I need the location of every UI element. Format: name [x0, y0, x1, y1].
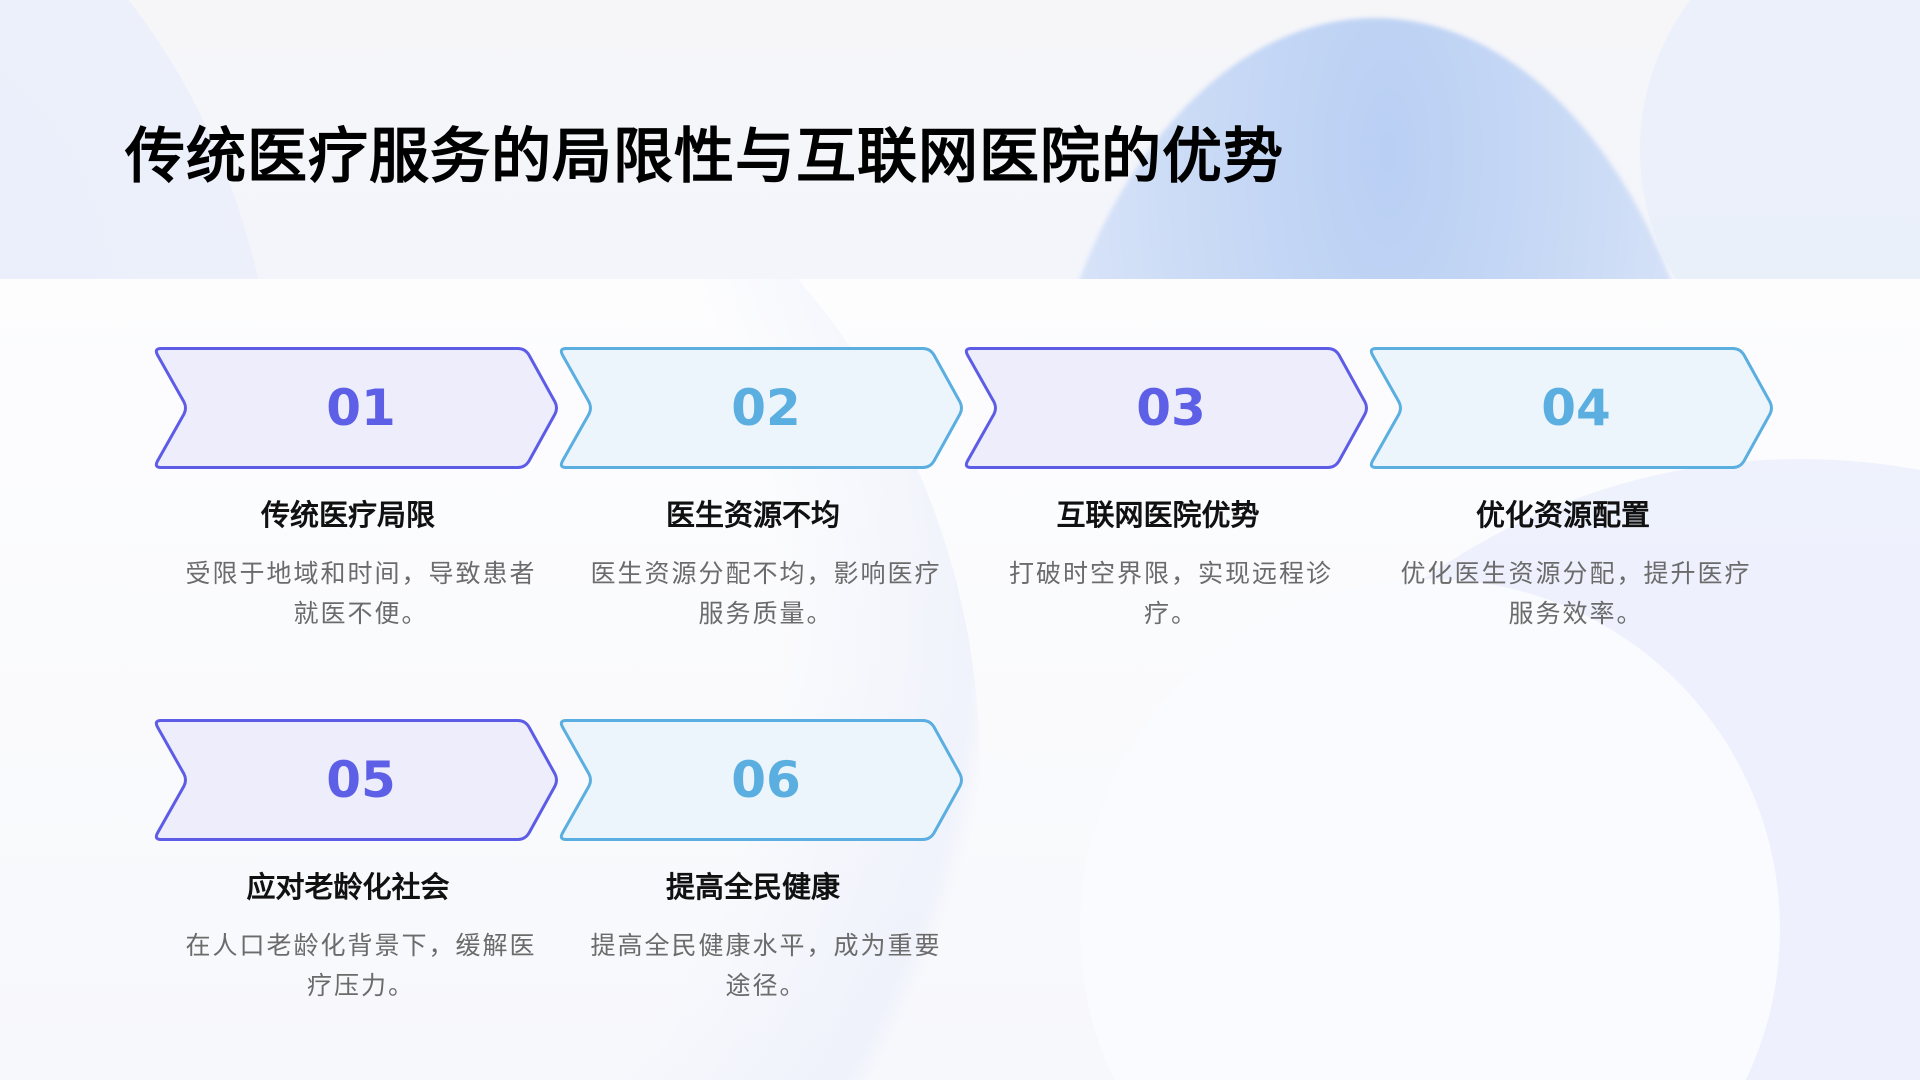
chevron-arrow-shape — [1368, 347, 1774, 472]
card-description: 受限于地域和时间，导致患者就医不便。 — [185, 559, 537, 628]
chevron-arrow-shape — [153, 347, 559, 472]
card-description: 优化医生资源分配，提升医疗服务效率。 — [1400, 559, 1752, 628]
card-title: 医生资源不均 — [665, 498, 840, 532]
card-number: 01 — [326, 379, 396, 437]
card-description: 打破时空界限，实现远程诊疗。 — [1008, 559, 1333, 628]
page-title: 传统医疗服务的局限性与互联网医院的优势 — [125, 122, 1284, 193]
chevron-arrow-shape — [558, 347, 964, 472]
card-number: 03 — [1136, 379, 1206, 437]
card-title: 提高全民健康 — [665, 870, 840, 904]
card-title: 应对老龄化社会 — [246, 870, 450, 904]
card-title: 互联网医院优势 — [1056, 498, 1260, 532]
chevron-arrow-shape — [963, 347, 1369, 472]
card-number: 06 — [731, 751, 801, 809]
chevron-arrow-shape — [153, 719, 559, 844]
card-description: 提高全民健康水平，成为重要途径。 — [590, 931, 942, 1000]
chevron-arrow-shape — [558, 719, 964, 844]
card-number: 04 — [1541, 379, 1611, 437]
decorative-blob-faint — [1640, 0, 1920, 279]
header-band — [0, 0, 1920, 279]
card-number: 02 — [731, 379, 801, 437]
card-description: 医生资源分配不均，影响医疗服务质量。 — [590, 559, 942, 628]
card-title: 传统医疗局限 — [260, 498, 435, 532]
card-description: 在人口老龄化背景下，缓解医疗压力。 — [185, 931, 537, 1000]
card-number: 05 — [326, 751, 396, 809]
card-title: 优化资源配置 — [1475, 498, 1650, 532]
